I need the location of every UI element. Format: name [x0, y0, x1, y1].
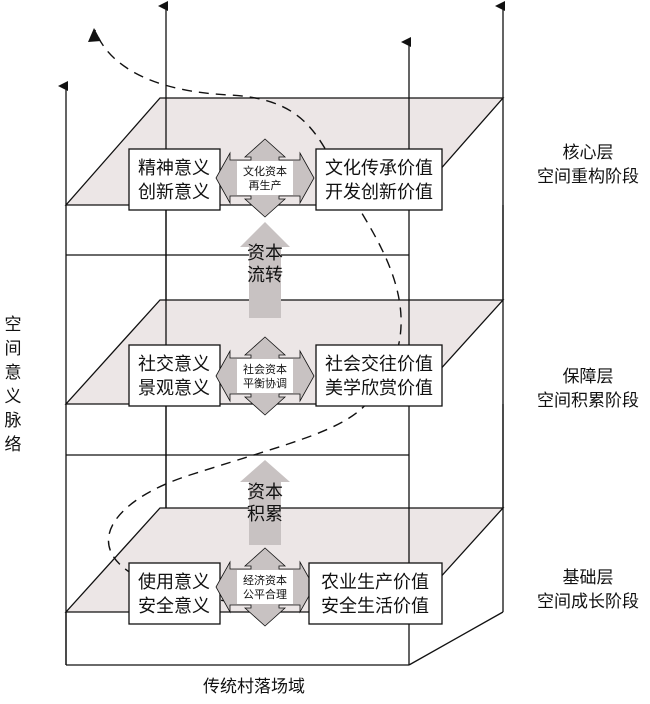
- axis-char-3: 意: [5, 363, 22, 383]
- base-left-line2: 安全意义: [138, 596, 210, 617]
- guarantee-right-line2: 美学欣赏价值: [325, 378, 433, 399]
- guarantee-right-line1: 社会交往价值: [325, 354, 433, 375]
- core-right-line2: 开发创新价值: [325, 182, 433, 203]
- axis-char-2: 间: [5, 339, 22, 359]
- left-axis-label: 空 间 意 义 脉 络: [5, 315, 22, 455]
- core-connector-line2: 再生产: [249, 178, 282, 192]
- core-right-line1: 文化传承价值: [325, 158, 433, 179]
- axis-char-4: 义: [5, 387, 22, 407]
- guarantee-connector-line1: 社会资本: [243, 362, 287, 376]
- flow-upper-line1: 资本: [247, 243, 283, 264]
- core-left-line1: 精神意义: [138, 158, 210, 179]
- guarantee-layer-stage: 空间积累阶段: [537, 391, 639, 411]
- base-left-line1: 使用意义: [138, 572, 210, 593]
- guarantee-connector-line2: 平衡协调: [243, 376, 287, 390]
- flow-lower-line1: 资本: [247, 482, 283, 503]
- base-layer-stage: 空间成长阶段: [537, 592, 639, 612]
- layer-guarantee-content: 社交意义 景观意义 社会资本 平衡协调 社会交往价值 美学欣赏价值: [128, 336, 443, 416]
- core-connector-line1: 文化资本: [243, 164, 287, 178]
- base-layer-name: 基础层: [563, 568, 614, 588]
- base-connector-line1: 经济资本: [243, 573, 287, 587]
- axis-char-1: 空: [5, 315, 22, 335]
- layer-base-content: 使用意义 安全意义 经济资本 公平合理 农业生产价值 安全生活价值: [128, 547, 443, 627]
- bottom-label: 传统村落场域: [203, 677, 305, 697]
- flow-arrow-lower: 资本 积累: [240, 460, 290, 545]
- flow-upper-line2: 流转: [247, 265, 283, 286]
- guarantee-left-line2: 景观意义: [138, 378, 210, 399]
- base-left-box: [128, 562, 221, 625]
- guarantee-left-line1: 社交意义: [138, 354, 210, 375]
- axis-char-5: 脉: [5, 411, 22, 431]
- core-left-line2: 创新意义: [138, 182, 210, 203]
- guarantee-layer-name: 保障层: [563, 367, 614, 387]
- core-layer-name: 核心层: [563, 143, 614, 163]
- core-layer-stage: 空间重构阶段: [537, 167, 639, 187]
- axis-char-6: 络: [5, 435, 22, 455]
- dashed-curve-arrowhead: [88, 28, 101, 42]
- flow-lower-line2: 积累: [247, 504, 283, 525]
- guarantee-left-box: [128, 344, 221, 407]
- base-connector-line2: 公平合理: [243, 587, 287, 601]
- guarantee-right-box: [315, 344, 443, 407]
- layer-core-content: 精神意义 创新意义 文化资本 再生产 文化传承价值 开发创新价值: [128, 138, 443, 218]
- base-right-box: [308, 562, 443, 625]
- axis-arrows: [58, 1, 505, 665]
- base-right-line2: 安全生活价值: [321, 596, 429, 617]
- base-right-line1: 农业生产价值: [321, 572, 429, 593]
- flow-arrow-upper: 资本 流转: [240, 222, 290, 318]
- layer-labels: 核心层 空间重构阶段 保障层 空间积累阶段 基础层 空间成长阶段: [537, 143, 639, 612]
- core-right-box: [315, 148, 443, 211]
- core-left-box: [128, 148, 221, 211]
